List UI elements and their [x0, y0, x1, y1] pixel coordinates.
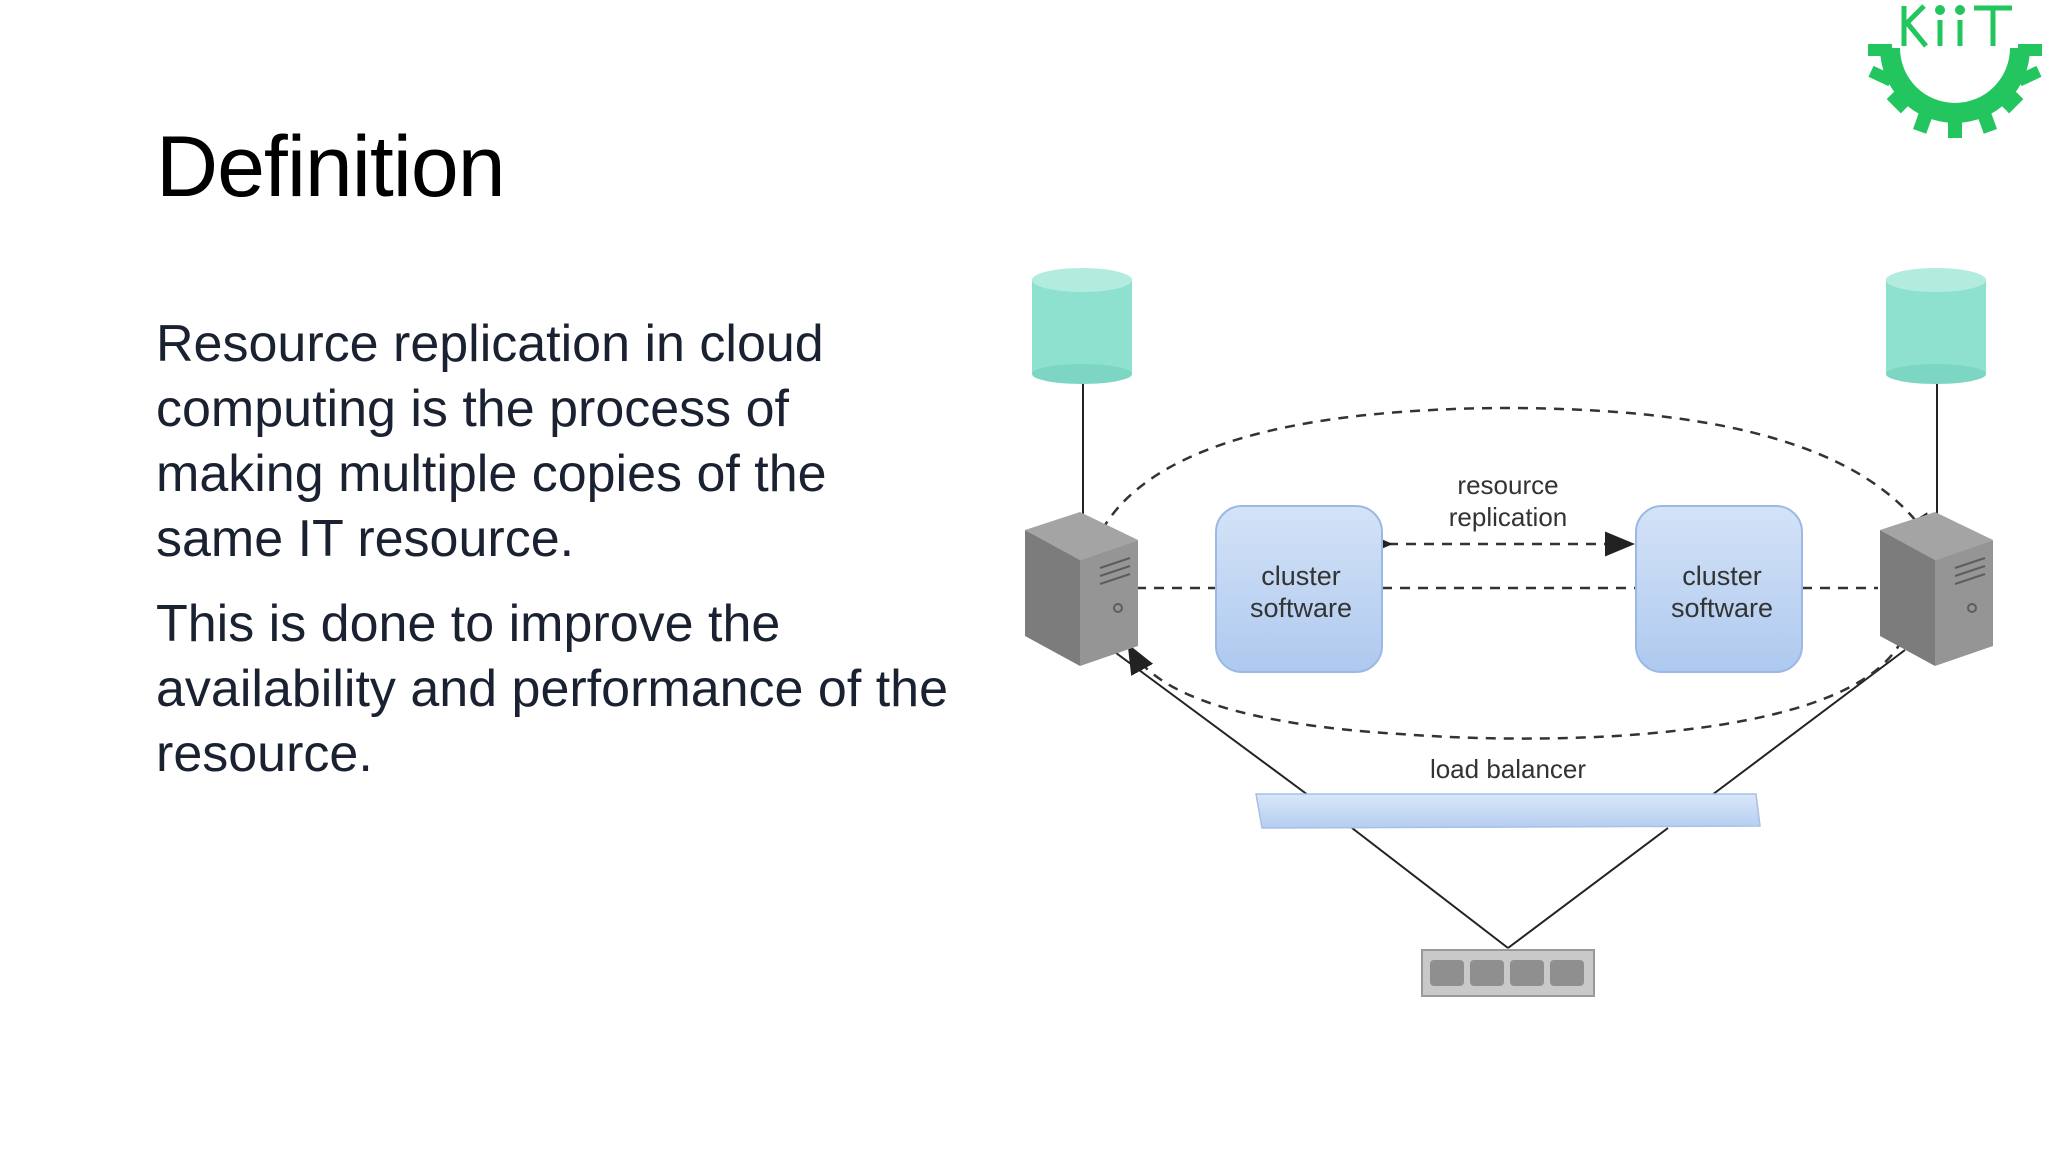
- cluster-software-node-right: [1635, 505, 1803, 673]
- database-icon: [1886, 268, 1986, 384]
- cluster-label-right-line2: software: [1671, 593, 1773, 623]
- lb-switch-link-right: [1507, 827, 1669, 949]
- cluster-label-left-line2: software: [1250, 593, 1352, 623]
- lb-switch-link-left: [1351, 827, 1509, 949]
- kiit-logo-icon: [1868, 4, 2042, 138]
- cluster-label-left-line1: cluster: [1261, 561, 1341, 591]
- network-switch-icon: [1421, 949, 1595, 997]
- paragraph-purpose: This is done to improve the availability…: [156, 595, 949, 783]
- paragraph-definition: Resource replication in cloud computing …: [156, 315, 827, 568]
- load-balancer-bar: [1255, 793, 1761, 829]
- database-icon: [1032, 268, 1132, 384]
- slide-title: Definition: [156, 119, 506, 215]
- replication-label-line2: replication: [1449, 502, 1568, 532]
- cluster-software-node-left: [1215, 505, 1383, 673]
- load-balancer-label: load balancer: [1430, 754, 1586, 784]
- server-icon: [1880, 512, 1993, 666]
- lower-replication-arc: [1127, 639, 1904, 740]
- server-icon: [1025, 512, 1138, 666]
- replication-label-line1: resource: [1457, 470, 1558, 500]
- slide-body: Resource replication in cloud computing …: [156, 312, 956, 807]
- cluster-label-right-line1: cluster: [1682, 561, 1762, 591]
